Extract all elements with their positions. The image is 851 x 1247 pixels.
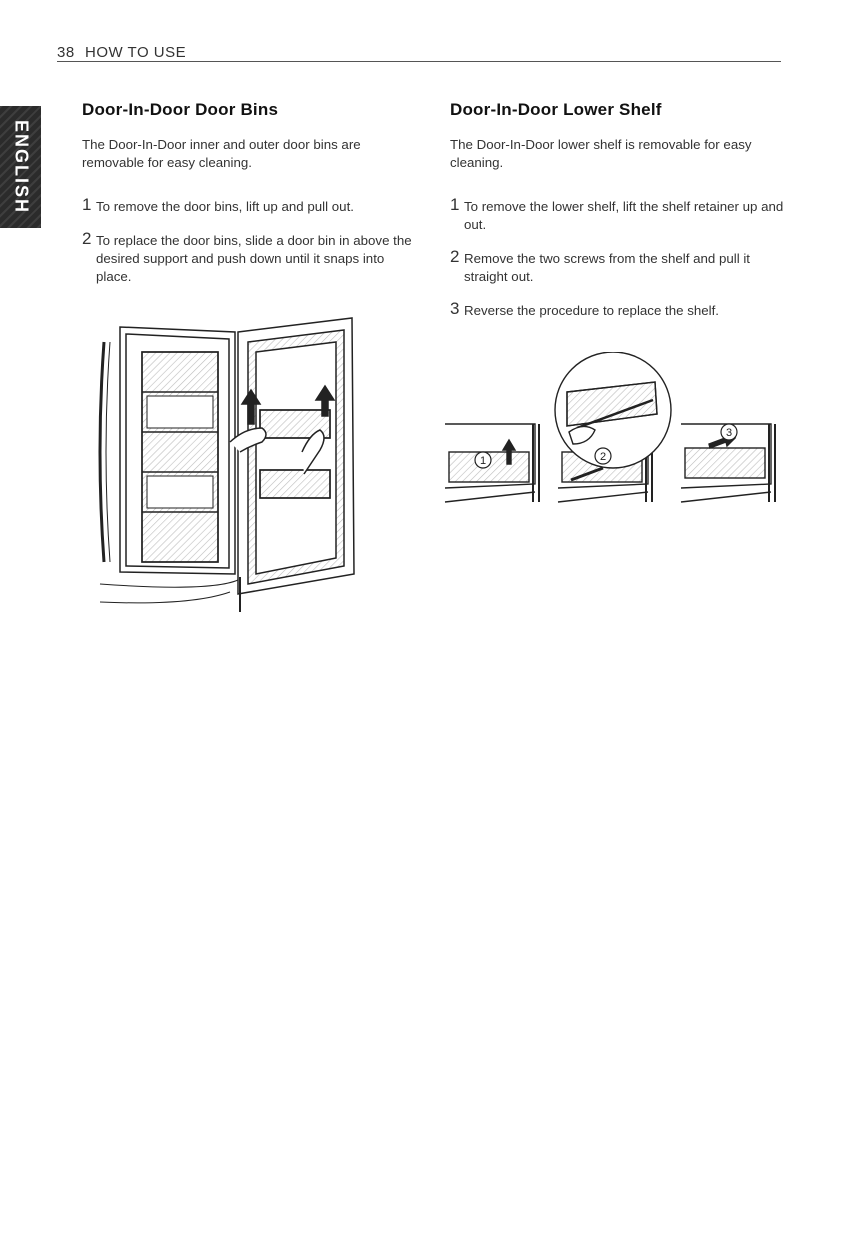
lower-shelf-intro: The Door-In-Door lower shelf is removabl…	[450, 137, 752, 170]
lower-shelf-section: Door-In-Door Lower Shelf The Door-In-Doo…	[450, 100, 790, 336]
step-item: 3 Reverse the procedure to replace the s…	[450, 299, 790, 320]
callout-label: 1	[480, 455, 486, 467]
tab-stripes	[0, 106, 41, 228]
callout-label: 3	[726, 427, 732, 439]
callout-circle	[474, 451, 492, 469]
step-item: 2 To replace the door bins, slide a door…	[82, 229, 412, 286]
page-number: 38	[57, 44, 75, 61]
step-text: Remove the two screws from the shelf and…	[464, 251, 751, 284]
lower-shelf-steps: 1 To remove the lower shelf, lift the sh…	[450, 195, 790, 320]
step-text: To replace the door bins, slide a door b…	[96, 233, 412, 284]
step-number: 1	[450, 195, 460, 214]
step-callouts: 1 2 3	[474, 423, 738, 469]
step-item: 1 To remove the door bins, lift up and p…	[82, 195, 412, 216]
step-text: To remove the door bins, lift up and pul…	[96, 199, 354, 214]
step-number: 2	[82, 229, 92, 248]
section-title: HOW TO USE	[85, 44, 187, 61]
step-item: 1 To remove the lower shelf, lift the sh…	[450, 195, 790, 234]
step-text: Reverse the procedure to replace the she…	[464, 303, 720, 318]
door-bins-intro: The Door-In-Door inner and outer door bi…	[82, 137, 361, 170]
callout-circle	[720, 423, 738, 441]
step-number: 3	[450, 299, 460, 318]
language-tab: ENGLISH	[0, 106, 41, 228]
door-bins-section: Door-In-Door Door Bins The Door-In-Door …	[82, 100, 412, 302]
lower-shelf-title: Door-In-Door Lower Shelf	[450, 100, 662, 119]
language-label: ENGLISH	[11, 119, 31, 215]
step-number: 2	[450, 247, 460, 266]
step-number: 1	[82, 195, 92, 214]
lower-shelf-illustration: 1 2 3	[444, 352, 776, 503]
step-text: To remove the lower shelf, lift the shel…	[464, 199, 784, 232]
door-bins-title: Door-In-Door Door Bins	[82, 100, 279, 119]
page-header: 38 HOW TO USE	[57, 44, 781, 62]
fridge-door-illustration	[98, 317, 355, 612]
step-item: 2 Remove the two screws from the shelf a…	[450, 247, 790, 286]
door-bins-steps: 1 To remove the door bins, lift up and p…	[82, 195, 412, 286]
callout-label: 2	[600, 451, 606, 463]
callout-circle	[594, 447, 612, 465]
